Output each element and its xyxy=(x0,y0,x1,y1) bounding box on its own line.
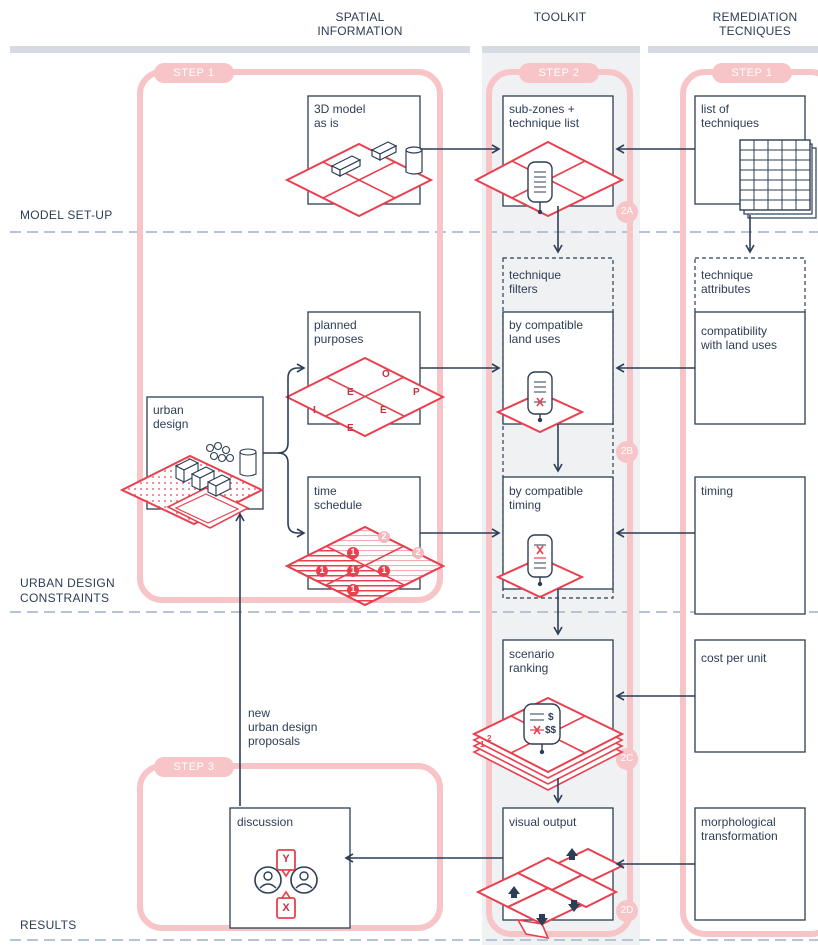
badge-2a xyxy=(616,201,638,223)
row-label-constraints: URBAN DESIGN CONSTRAINTS xyxy=(20,576,115,605)
technique-filters-label: technique filters xyxy=(509,268,562,296)
purpose-letter: E xyxy=(347,423,354,434)
planned-purposes-label: planned purposes xyxy=(314,318,364,346)
badge-2d xyxy=(616,900,638,922)
schedule-number: 1 xyxy=(319,565,325,575)
timing-box xyxy=(694,476,806,615)
arrow-down-icon xyxy=(568,904,580,912)
compat-land-uses-label: compatibility with land uses xyxy=(701,324,778,352)
layer-card-icon xyxy=(527,161,553,215)
timing-filter-tile xyxy=(495,534,585,599)
morphological-label: morphological transformation xyxy=(701,815,778,843)
badge-2b-label: 2B xyxy=(620,446,634,457)
building-icon xyxy=(174,441,257,497)
scenario-ranking-label: scenario ranking xyxy=(509,647,555,675)
arrow-up-icon xyxy=(508,886,520,894)
time-schedule-label: time schedule xyxy=(314,484,363,512)
flow-arrows xyxy=(235,144,755,869)
schedule-number: 1 xyxy=(350,584,356,594)
planned-purposes-grid xyxy=(284,356,446,438)
layer-card-icon xyxy=(523,703,561,755)
schedule-number: 2 xyxy=(415,547,421,557)
technique-attributes-label: technique attributes xyxy=(701,268,754,296)
schedule-number: 1 xyxy=(350,565,356,575)
cost-label: $ xyxy=(548,712,554,723)
purpose-letter: O xyxy=(382,369,390,380)
urban-design-site xyxy=(119,441,265,529)
building-icon xyxy=(330,141,423,177)
new-proposals-label: new urban design proposals xyxy=(248,706,318,748)
spreadsheet-icon xyxy=(739,139,817,219)
visual-output-map xyxy=(475,847,625,940)
badge-2a-label: 2A xyxy=(620,206,634,217)
header-bar-spatial xyxy=(10,46,470,53)
time-schedule-grid xyxy=(284,525,446,607)
row-label-model-setup: MODEL SET-UP xyxy=(20,208,113,222)
step1-spatial-frame xyxy=(137,69,443,603)
subzones-grid xyxy=(473,140,625,218)
step-label-toolkit: STEP 2 xyxy=(538,67,580,79)
discussion-label: discussion xyxy=(237,815,294,829)
step-label-results: STEP 3 xyxy=(173,761,215,773)
badge-2c-label: 2C xyxy=(620,753,634,764)
schedule-number: 1 xyxy=(381,565,387,575)
step3-results-tab xyxy=(154,757,234,777)
timing-label: timing xyxy=(701,484,734,498)
land-uses-label: by compatible land uses xyxy=(509,318,584,346)
subzones-label: sub-zones + technique list xyxy=(509,102,580,130)
timing-filter-label: by compatible timing xyxy=(509,484,584,512)
model-3d-label: 3D model as is xyxy=(314,102,366,130)
visual-output-label: visual output xyxy=(509,815,577,829)
step2-toolkit-tab xyxy=(519,63,599,83)
badge-2d-label: 2D xyxy=(620,905,634,916)
technique-attributes-panel xyxy=(694,257,806,323)
layer-card-icon xyxy=(527,371,553,423)
layer-card-icon xyxy=(527,534,553,587)
list-techniques-label: list of techniques xyxy=(701,102,760,130)
scenario-number: 1 xyxy=(480,740,485,749)
compat-land-uses-box xyxy=(694,311,806,425)
discussion-icons xyxy=(254,849,318,919)
purpose-letter: E xyxy=(380,405,387,416)
step1-spatial-tab xyxy=(154,63,234,83)
discussion-letter-y: Y xyxy=(282,853,290,865)
col-head-spatial: SPATIAL INFORMATION xyxy=(317,10,403,38)
land-uses-tile xyxy=(495,371,585,434)
schedule-number: 2 xyxy=(381,531,387,541)
step1-remediation-tab xyxy=(712,63,792,83)
badge-2c xyxy=(616,748,638,770)
schedule-number: 1 xyxy=(350,547,356,557)
urban-design-label: urban design xyxy=(153,403,189,431)
purpose-letter: P xyxy=(413,387,420,398)
header-bar-toolkit xyxy=(482,46,640,53)
step-label-remediation: STEP 1 xyxy=(731,67,773,79)
purpose-letter: I xyxy=(313,405,316,416)
scenario-ranking-stack xyxy=(471,696,625,791)
col-head-remediation: REMEDIATION TECNIQUES xyxy=(712,10,798,38)
scenario-number: 2 xyxy=(487,734,492,743)
purpose-letter: E xyxy=(347,387,354,398)
discussion-letter-x: X xyxy=(282,902,290,914)
arrow-up-icon xyxy=(566,848,578,856)
header-bar-remediation xyxy=(648,46,818,53)
cost-label: $$ xyxy=(545,725,557,736)
col-head-toolkit: TOOLKIT xyxy=(533,10,587,24)
badge-2b xyxy=(616,441,638,463)
morphological-box xyxy=(694,807,806,921)
arrow-down-icon xyxy=(536,918,548,926)
row-label-results: RESULTS xyxy=(20,918,77,932)
cost-per-unit-label: cost per unit xyxy=(701,651,767,665)
step-label-spatial: STEP 1 xyxy=(173,67,215,79)
model-3d-grid xyxy=(284,141,434,218)
